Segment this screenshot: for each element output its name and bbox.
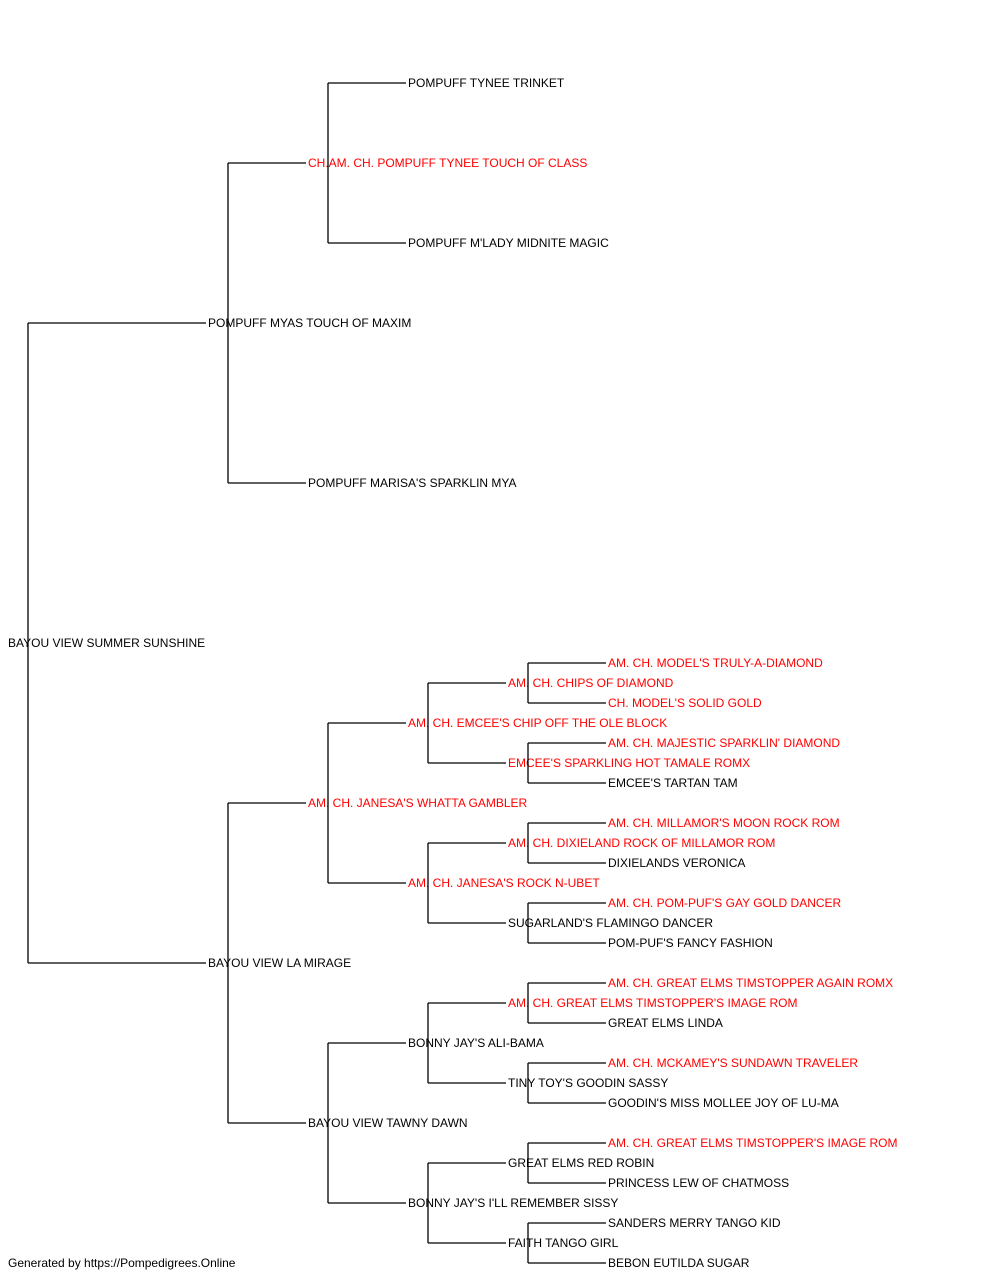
ancestor-name: AM. CH. MODEL'S TRULY-A-DIAMOND (608, 656, 823, 670)
ancestor-name: CH. MODEL'S SOLID GOLD (608, 696, 762, 710)
generated-by-footer: Generated by https://Pompedigrees.Online (8, 1256, 236, 1270)
ancestor-name: AM. CH. MILLAMOR'S MOON ROCK ROM (608, 816, 840, 830)
ancestor-name: BAYOU VIEW TAWNY DAWN (308, 1116, 468, 1130)
ancestor-name: POMPUFF MARISA'S SPARKLIN MYA (308, 476, 517, 490)
ancestor-name: EMCEE'S SPARKLING HOT TAMALE ROMX (508, 756, 750, 770)
ancestor-name: PRINCESS LEW OF CHATMOSS (608, 1176, 789, 1190)
ancestor-name: AM. CH. GREAT ELMS TIMSTOPPER'S IMAGE RO… (508, 996, 797, 1010)
ancestor-name: FAITH TANGO GIRL (508, 1236, 619, 1250)
ancestor-name: CH.AM. CH. POMPUFF TYNEE TOUCH OF CLASS (308, 156, 587, 170)
ancestor-name: AM. CH. DIXIELAND ROCK OF MILLAMOR ROM (508, 836, 775, 850)
ancestor-name: AM. CH. CHIPS OF DIAMOND (508, 676, 674, 690)
ancestor-name: GREAT ELMS LINDA (608, 1016, 723, 1030)
ancestor-name: POMPUFF M'LADY MIDNITE MAGIC (408, 236, 609, 250)
ancestor-name: SUGARLAND'S FLAMINGO DANCER (508, 916, 713, 930)
ancestor-name: POM-PUF'S FANCY FASHION (608, 936, 773, 950)
ancestor-name: BEBON EUTILDA SUGAR (608, 1256, 750, 1270)
subject-dog-name: BAYOU VIEW SUMMER SUNSHINE (8, 636, 205, 650)
ancestor-name: BONNY JAY'S I'LL REMEMBER SISSY (408, 1196, 618, 1210)
ancestor-name: POMPUFF MYAS TOUCH OF MAXIM (208, 316, 411, 330)
ancestor-name: GOODIN'S MISS MOLLEE JOY OF LU-MA (608, 1096, 839, 1110)
ancestor-name: AM. CH. JANESA'S ROCK N-UBET (408, 876, 600, 890)
ancestor-name: BAYOU VIEW LA MIRAGE (208, 956, 351, 970)
ancestor-name: SANDERS MERRY TANGO KID (608, 1216, 781, 1230)
ancestor-name: EMCEE'S TARTAN TAM (608, 776, 738, 790)
ancestor-name: GREAT ELMS RED ROBIN (508, 1156, 654, 1170)
ancestor-name: AM. CH. MCKAMEY'S SUNDAWN TRAVELER (608, 1056, 858, 1070)
ancestor-name: AM. CH. JANESA'S WHATTA GAMBLER (308, 796, 528, 810)
ancestor-name: AM. CH. MAJESTIC SPARKLIN' DIAMOND (608, 736, 840, 750)
ancestor-name: AM. CH. GREAT ELMS TIMSTOPPER AGAIN ROMX (608, 976, 893, 990)
ancestor-name: AM. CH. EMCEE'S CHIP OFF THE OLE BLOCK (408, 716, 667, 730)
ancestor-name: AM. CH. GREAT ELMS TIMSTOPPER'S IMAGE RO… (608, 1136, 897, 1150)
ancestor-name: AM. CH. POM-PUF'S GAY GOLD DANCER (608, 896, 842, 910)
ancestor-name: POMPUFF TYNEE TRINKET (408, 76, 565, 90)
ancestor-name: TINY TOY'S GOODIN SASSY (508, 1076, 668, 1090)
ancestor-name: BONNY JAY'S ALI-BAMA (408, 1036, 544, 1050)
ancestor-name: DIXIELANDS VERONICA (608, 856, 745, 870)
